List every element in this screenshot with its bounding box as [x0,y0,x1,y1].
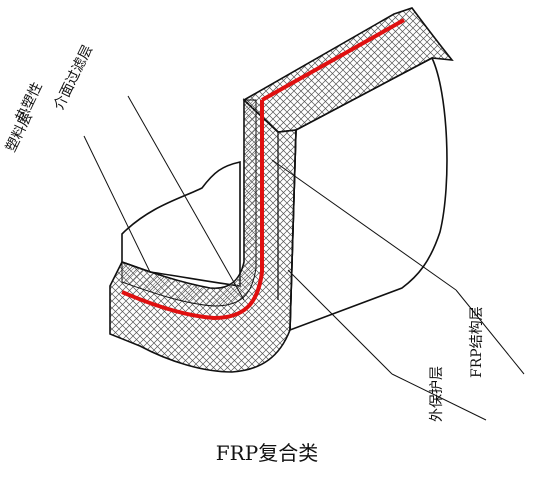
label-frp-structure-layer: FRP结构层 [469,306,485,378]
wall-outer-edge [289,129,297,331]
label-outer-protective-layer: 外保护层 [429,366,445,422]
leader-interface-filter [127,95,245,301]
leader-frp-structure-tail [455,289,525,375]
diagram-caption: FRP复合类 [215,441,319,465]
leader-outer-protective [287,269,393,375]
back-curved-surface [289,56,448,332]
leader-outer-protective-tail [391,373,487,421]
interface-filter-red-layer [121,100,264,321]
leader-thermoplastic [83,135,151,273]
thermoplastic-strip [121,99,257,307]
top-red-layer [261,18,405,102]
wall-top-cap [242,7,454,133]
left-inner-surface [121,161,241,287]
leader-frp-structure [271,159,457,291]
